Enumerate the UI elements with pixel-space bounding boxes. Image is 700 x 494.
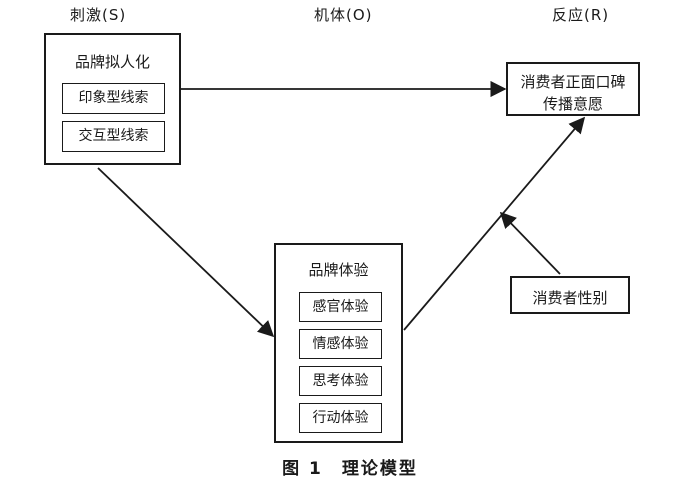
brand-anthropomorphism-title: 品牌拟人化 <box>74 53 150 71</box>
arrow-stimulus-to-experience <box>97 167 275 338</box>
interaction-cue-box: 交互型线索 <box>62 121 165 152</box>
consumer-gender-box: 消费者性别 <box>510 276 630 314</box>
header-response: 反应(R) <box>552 6 610 24</box>
impression-cue-box: 印象型线索 <box>62 83 165 114</box>
response-line-1: 消费者正面口碑 <box>520 73 626 91</box>
action-experience-box: 行动体验 <box>299 403 382 433</box>
figure-caption: 图 1 理论模型 <box>282 459 418 479</box>
thinking-experience-box: 思考体验 <box>299 366 382 396</box>
brand-experience-box: 品牌体验 感官体验 情感体验 思考体验 行动体验 <box>274 243 403 443</box>
arrow-experience-to-response <box>403 116 586 331</box>
header-stimulus: 刺激(S) <box>70 6 127 24</box>
emotional-experience-box: 情感体验 <box>299 329 382 359</box>
arrow-gender-moderation <box>499 211 561 275</box>
response-line-2: 传播意愿 <box>542 95 603 113</box>
word-of-mouth-intention-box: 消费者正面口碑 传播意愿 <box>506 62 640 116</box>
brand-experience-title: 品牌体验 <box>308 261 369 279</box>
header-organism: 机体(O) <box>314 6 373 24</box>
brand-anthropomorphism-box: 品牌拟人化 印象型线索 交互型线索 <box>44 33 181 165</box>
consumer-gender-label: 消费者性别 <box>532 289 608 307</box>
sensory-experience-box: 感官体验 <box>299 292 382 322</box>
